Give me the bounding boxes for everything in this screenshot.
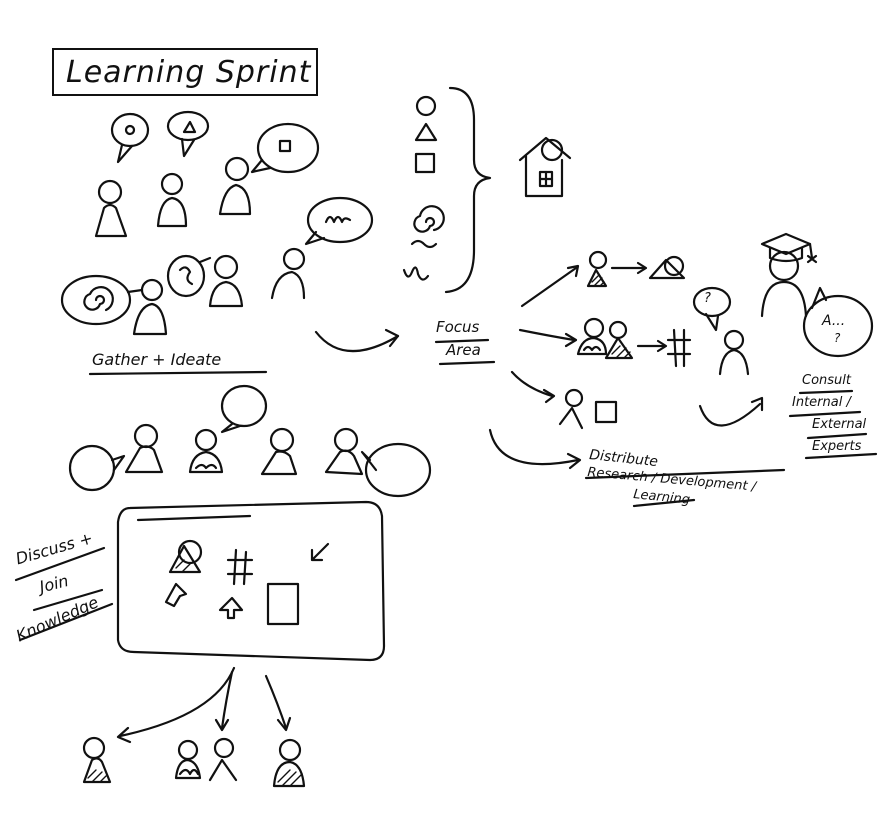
title-box <box>52 48 318 96</box>
person-icon <box>208 254 244 308</box>
arrow-to-distribute <box>488 428 580 466</box>
experts-label: Experts <box>812 439 862 454</box>
left-speech-bubble <box>68 444 126 492</box>
gather-ideate-label: Gather + Ideate <box>92 350 222 369</box>
person-icon <box>576 317 608 356</box>
question-bubble-text: ? <box>704 291 711 306</box>
branch-arrows <box>510 261 668 404</box>
person-icon <box>558 388 584 430</box>
arrow-to-focus-area <box>314 330 400 353</box>
person-icon <box>270 247 306 300</box>
area-label: Area <box>446 341 481 359</box>
person-icon <box>218 156 252 216</box>
arrow-head <box>750 396 764 412</box>
discuss-speech-bubble <box>220 384 268 434</box>
house-icon <box>518 136 572 198</box>
person-icon <box>586 250 608 288</box>
person-icon <box>260 427 298 476</box>
person-icon <box>272 738 306 788</box>
scribble-idea-bubble <box>304 196 374 246</box>
person-icon <box>124 423 164 474</box>
consult-label: Consult <box>802 373 851 388</box>
focus-label: Focus <box>436 318 480 336</box>
board-contents <box>164 539 330 626</box>
idea-shapes-column <box>402 95 445 281</box>
scribble-idea-bubble <box>166 254 212 298</box>
person-icon <box>718 329 750 376</box>
person-icon <box>82 736 112 784</box>
spiral-idea-bubble <box>60 274 144 326</box>
person-icon <box>604 320 634 360</box>
expert-bubble-text: A... <box>822 313 846 329</box>
internal-label: Internal / <box>792 395 851 410</box>
grid-icon <box>666 328 692 368</box>
triangle-circle-icon <box>648 255 686 280</box>
question-bubble <box>692 286 732 332</box>
knowledge-board <box>116 500 386 662</box>
expert-speech-bubble <box>802 286 874 358</box>
arrow-head <box>384 328 400 348</box>
right-speech-bubble <box>360 442 432 498</box>
person-icon <box>94 179 128 238</box>
label-underlines <box>14 338 878 642</box>
person-icon <box>156 172 188 228</box>
square-icon <box>594 400 618 424</box>
gather-ideate-group <box>60 110 374 336</box>
curly-brace <box>444 86 492 294</box>
expert-bubble-question: ? <box>834 331 841 345</box>
person-icon <box>188 428 224 474</box>
triangle-idea-bubble <box>166 110 210 158</box>
arrow-head <box>566 452 582 470</box>
square-idea-bubble <box>250 122 320 174</box>
person-icon <box>174 739 202 780</box>
output-arrows <box>116 666 292 744</box>
arrow-to-consult <box>698 402 762 427</box>
person-icon <box>324 427 364 476</box>
person-icon <box>208 737 238 782</box>
person-icon <box>132 278 168 336</box>
external-label: External <box>812 417 867 432</box>
graduation-cap-icon <box>760 232 818 264</box>
circle-idea-bubble <box>110 112 150 164</box>
diagram-title: Learning Sprint <box>66 55 312 90</box>
